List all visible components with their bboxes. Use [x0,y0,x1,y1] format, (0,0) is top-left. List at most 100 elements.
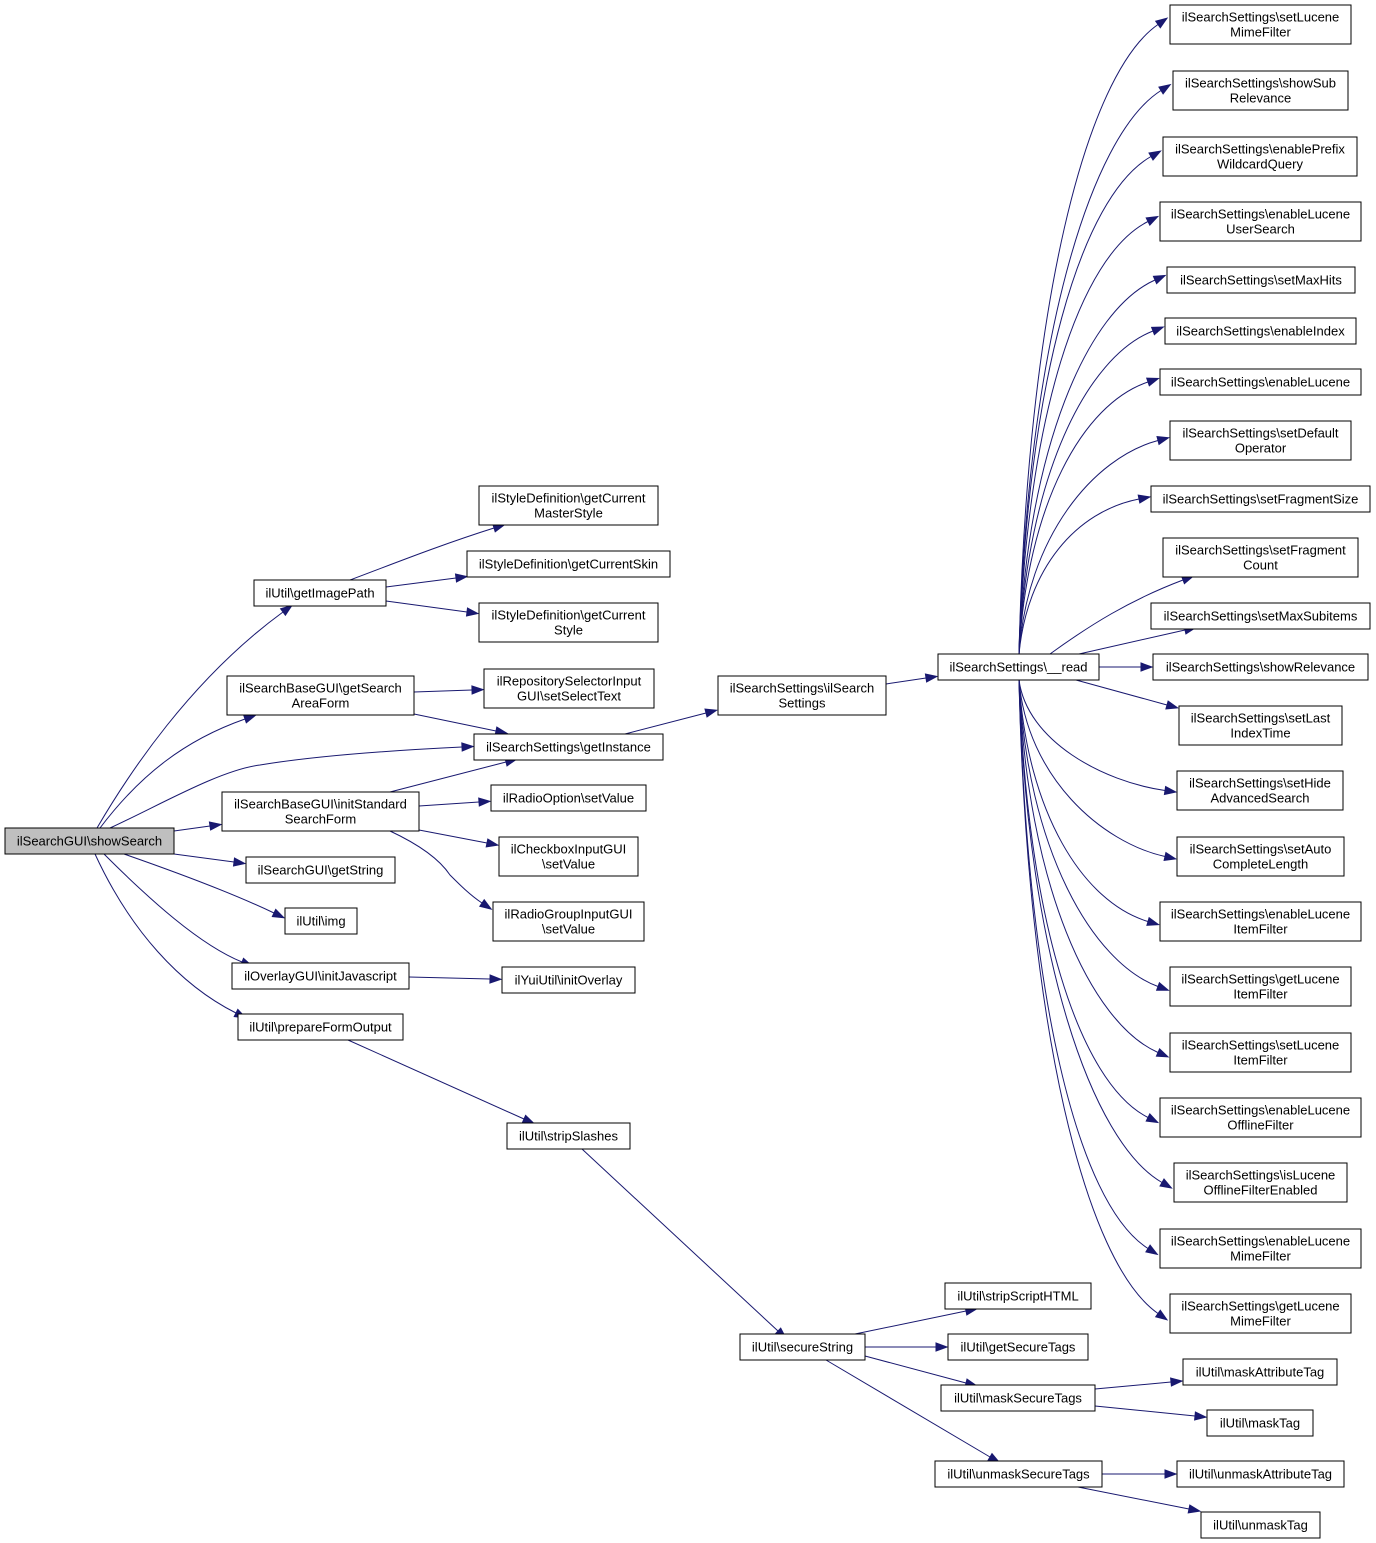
node-stripSlashes[interactable]: ilUtil\stripSlashes [506,1122,631,1150]
node-label-line: ilRadioGroupInputGUI [505,907,633,922]
node-label-line: OfflineFilterEnabled [1204,1183,1318,1198]
edge-initStandardSearchForm-to-radioGroupSetValue [389,830,493,910]
edge-line [1018,679,1159,1053]
node-getCurrentSkin[interactable]: ilStyleDefinition\getCurrentSkin [466,550,671,578]
node-box [253,579,387,607]
node-radioSetValue[interactable]: ilRadioOption\setValue [490,784,647,812]
edge-unmaskSecureTags-to-unmaskAttributeTag [1102,1469,1178,1479]
edge-arrowhead [1165,700,1179,710]
edge-line [349,527,495,581]
node-getString[interactable]: ilSearchGUI\getString [245,856,396,884]
edge-unmaskSecureTags-to-unmaskTag [1077,1486,1202,1514]
edge-maskSecureTags-to-maskTag [1094,1405,1208,1421]
edge-arrowhead [704,708,719,718]
node-maskSecureTags[interactable]: ilUtil\maskSecureTags [940,1384,1096,1412]
edge-line [1018,498,1140,655]
node-box [226,675,415,716]
node-enableLucene[interactable]: ilSearchSettings\enableLucene [1159,368,1362,396]
node-box [1162,136,1358,177]
node-setMaxSubitems[interactable]: ilSearchSettings\setMaxSubitems [1150,602,1371,630]
node-getInstance[interactable]: ilSearchSettings\getInstance [473,733,664,761]
node-prepareFormOutput[interactable]: ilUtil\prepareFormOutput [237,1013,404,1041]
node-read[interactable]: ilSearchSettings\__read [937,653,1100,681]
node-maskTag[interactable]: ilUtil\maskTag [1206,1409,1314,1437]
node-maskAttributeTag[interactable]: ilUtil\maskAttributeTag [1182,1358,1338,1386]
node-label-line: Count [1243,558,1278,573]
node-unmaskAttributeTag[interactable]: ilUtil\unmaskAttributeTag [1176,1460,1345,1488]
node-setFragmentSize[interactable]: ilSearchSettings\setFragmentSize [1150,485,1371,513]
edge-line [1075,679,1168,706]
edge-line [1094,1405,1196,1417]
node-label-line: \setValue [542,922,595,937]
edge-initStandardSearchForm-to-radioSetValue [418,797,492,807]
edge-arrowhead [1170,1377,1184,1387]
node-root[interactable]: ilSearchGUI\showSearch [4,827,175,855]
edge-read-to-setFragmentSize [1018,494,1152,655]
node-label-line: ilSearchSettings\setDefault [1182,426,1338,441]
node-img[interactable]: ilUtil\img [284,907,358,935]
edge-arrowhead [1163,851,1178,861]
edge-secureString-to-stripScriptHTML [854,1306,979,1335]
edge-read-to-enableIndex [1018,326,1165,655]
node-secureString[interactable]: ilUtil\secureString [739,1333,866,1361]
node-enablePrefixWildcardQuery[interactable]: ilSearchSettings\enablePrefixWildcardQue… [1162,136,1358,177]
node-label-line: ilSearchGUI\getString [258,863,384,878]
node-isLuceneOfflineFilterEnabled[interactable]: ilSearchSettings\isLuceneOfflineFilterEn… [1173,1162,1348,1203]
edge-line [389,761,507,793]
node-checkboxSetValue[interactable]: ilCheckboxInputGUI\setValue [498,836,639,877]
node-box [739,1333,866,1361]
node-box [1159,1228,1362,1269]
edge-line [581,1148,779,1332]
node-enableIndex[interactable]: ilSearchSettings\enableIndex [1164,317,1357,345]
edge-read-to-enableLuceneOfflineFilter [1018,679,1160,1124]
edge-read-to-showRelevance [1099,662,1154,672]
node-initOverlay[interactable]: ilYuiUtil\initOverlay [501,966,636,994]
node-getSecureTags[interactable]: ilUtil\getSecureTags [947,1333,1089,1361]
node-label-line: \setValue [542,857,595,872]
node-label-line: ilSearchSettings\__read [949,660,1087,675]
node-setMaxHits[interactable]: ilSearchSettings\setMaxHits [1166,266,1356,294]
edge-read-to-setLuceneMimeFilter [1018,17,1169,655]
edge-stripSlashes-to-secureString [581,1148,788,1340]
node-unmaskTag[interactable]: ilUtil\unmaskTag [1200,1511,1321,1539]
node-setSelectText[interactable]: ilRepositorySelectorInputGUI\setSelectTe… [483,668,655,709]
edge-read-to-getLuceneItemFilter [1018,679,1170,991]
node-unmaskSecureTags[interactable]: ilUtil\unmaskSecureTags [934,1460,1103,1488]
edge-root-to-getSearchAreaForm [99,714,257,829]
node-label-line: MimeFilter [1230,1314,1291,1329]
node-initJavascript[interactable]: ilOverlayGUI\initJavascript [231,962,410,990]
node-showRelevance[interactable]: ilSearchSettings\showRelevance [1152,653,1369,681]
node-ctor[interactable]: ilSearchSettings\ilSearchSettings [717,675,887,716]
edge-read-to-getLuceneMimeFilter [1018,679,1169,1321]
node-label-line: ilSearchSettings\enableLucene [1171,375,1350,390]
node-getImagePath[interactable]: ilUtil\getImagePath [253,579,387,607]
edge-arrowhead [279,604,294,617]
edge-read-to-setHideAdvancedSearch [1018,679,1178,796]
edge-arrowhead [489,974,503,984]
edge-arrowhead [1145,215,1160,226]
edge-line [413,713,497,732]
node-stripScriptHTML[interactable]: ilUtil\stripScriptHTML [944,1282,1092,1310]
node-radioGroupSetValue[interactable]: ilRadioGroupInputGUI\setValue [492,901,645,942]
edge-read-to-setMaxHits [1018,274,1167,655]
edge-arrowhead [1155,1047,1170,1058]
node-label-line: ilSearchSettings\getLucene [1181,972,1339,987]
node-enableLuceneOfflineFilter[interactable]: ilSearchSettings\enableLuceneOfflineFilt… [1159,1097,1362,1138]
